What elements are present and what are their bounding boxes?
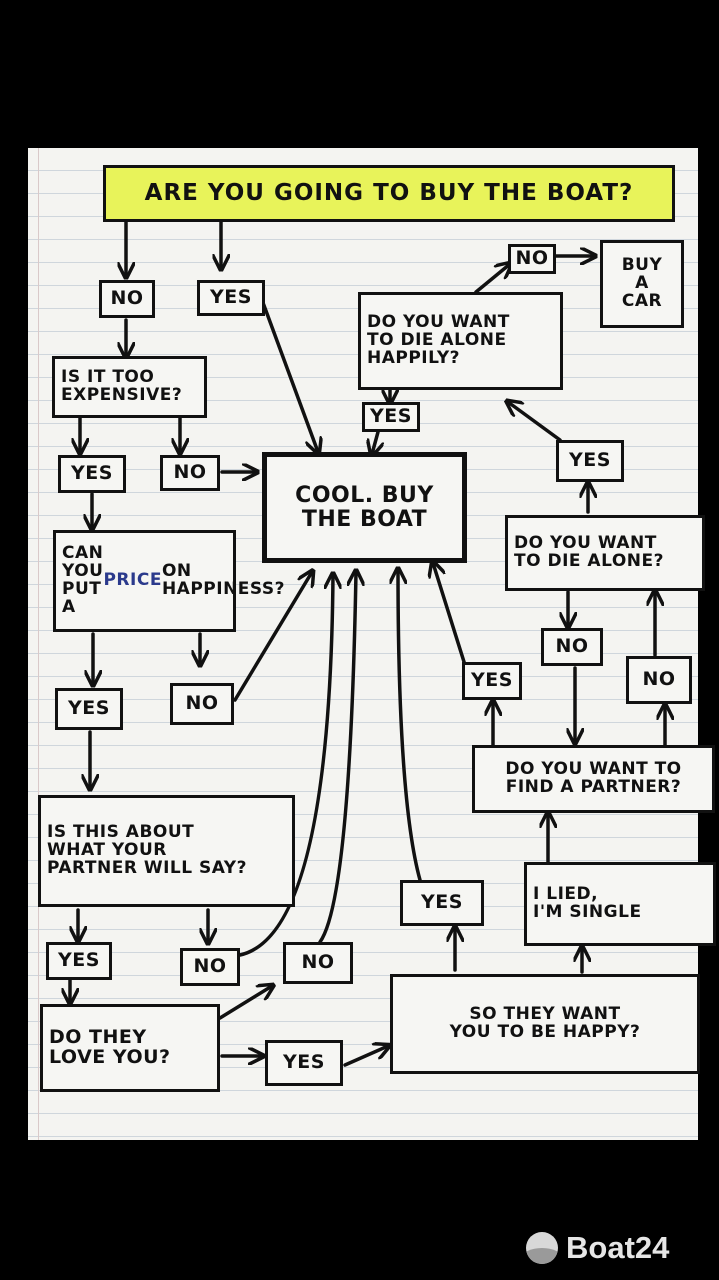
title-question: ARE YOU GOING TO BUY THE BOAT? [103, 165, 675, 222]
top-black-bar [0, 0, 719, 148]
result-buy-a-car: BUY A CAR [600, 240, 684, 328]
result-buy-the-boat: COOL. BUY THE BOAT [262, 452, 467, 563]
bottom-black-bar [0, 1140, 719, 1280]
price-word: PRICE [103, 570, 162, 591]
question-find-partner: DO YOU WANT TO FIND A PARTNER? [472, 745, 715, 813]
question-do-they-love-you: DO THEY LOVE YOU? [40, 1004, 220, 1092]
question-partner-will-say: IS THIS ABOUT WHAT YOUR PARTNER WILL SAY… [38, 795, 295, 907]
answer-expensive-yes: YES [58, 455, 126, 493]
answer-partner-no: NO [180, 948, 240, 986]
question-price-on-happiness: CAN YOU PUT A PRICE ON HAPPINESS? [53, 530, 284, 632]
watermark-text: Boat24 [566, 1230, 670, 1265]
statement-lied-single: I LIED, I'M SINGLE [524, 862, 716, 946]
watermark: Boat24 [526, 1228, 669, 1268]
answer-love-yes: YES [265, 1040, 343, 1086]
answer-price-no: NO [170, 683, 234, 725]
answer-find-yes: YES [462, 662, 522, 700]
question-too-expensive: IS IT TOO EXPENSIVE? [52, 356, 207, 418]
answer-price-yes: YES [55, 688, 123, 730]
answer-expensive-no: NO [160, 455, 220, 491]
answer-happy-yes: YES [400, 880, 484, 926]
answer-happily-no: NO [508, 244, 556, 274]
question-die-alone: DO YOU WANT TO DIE ALONE? [505, 515, 705, 591]
price-question-prefix: CAN YOU PUT A [62, 543, 104, 617]
answer-start-yes: YES [197, 280, 265, 316]
answer-find-no: NO [626, 656, 692, 704]
answer-happily-yes: YES [362, 402, 420, 432]
price-question-suffix: ON HAPPINESS? [161, 561, 285, 599]
answer-love-no: NO [283, 942, 353, 984]
answer-die-yes: YES [556, 440, 624, 482]
boat24-logo-icon [526, 1232, 558, 1264]
answer-start-no: NO [99, 280, 155, 318]
question-want-you-happy: SO THEY WANT YOU TO BE HAPPY? [390, 974, 700, 1074]
answer-die-no: NO [541, 628, 603, 666]
answer-partner-yes: YES [46, 942, 112, 980]
question-die-alone-happily: DO YOU WANT TO DIE ALONE HAPPILY? [358, 292, 563, 390]
